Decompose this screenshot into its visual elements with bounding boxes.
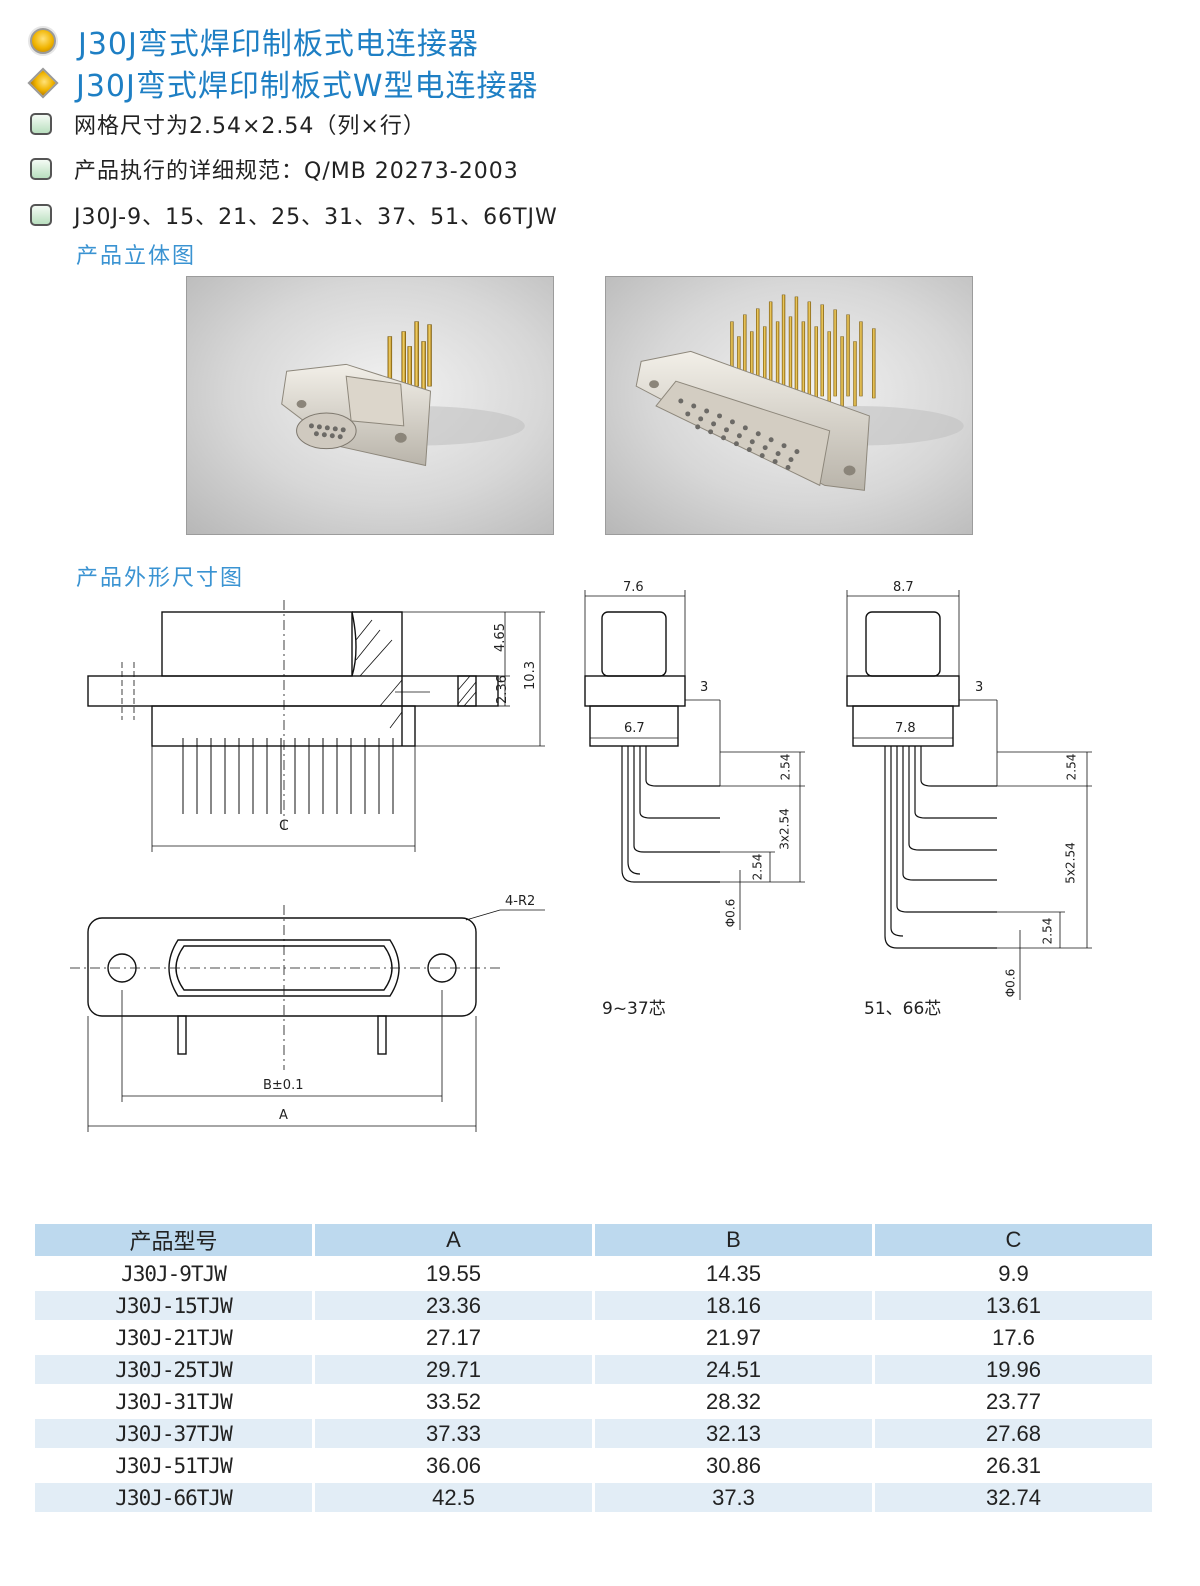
product-photo-small: [186, 276, 554, 535]
cell-model: J30J-66TJW: [35, 1483, 312, 1512]
cell-a: 23.36: [315, 1291, 592, 1320]
dim-label-254-mid-top: 2.54: [778, 753, 793, 781]
dim-label-76: 7.6: [623, 580, 644, 595]
cell-c: 19.96: [875, 1355, 1152, 1384]
bullet-text-grid: 网格尺寸为2.54×2.54（列×行）: [74, 114, 426, 139]
cell-b: 14.35: [595, 1259, 872, 1288]
dim-label-254-mid-bot: 2.54: [750, 853, 765, 881]
cell-a: 37.33: [315, 1419, 592, 1448]
title-row-1: J30J弯式焊印制板式电连接器: [30, 19, 479, 63]
dim-label-103: 10.3: [522, 661, 538, 690]
header-c: C: [875, 1224, 1152, 1256]
dimension-drawing: [70, 590, 1092, 1132]
dim-label-phi-right: Φ0.6: [1003, 968, 1018, 998]
section-title-photos: 产品立体图: [76, 244, 197, 269]
table-row: J30J-37TJW 37.33 32.13 27.68: [35, 1419, 1152, 1448]
dim-label-3x254: 3x2.54: [777, 808, 792, 850]
table-row: J30J-15TJW 23.36 18.16 13.61: [35, 1291, 1152, 1320]
table-row: J30J-66TJW 42.5 37.3 32.74: [35, 1483, 1152, 1512]
spec-table: 产品型号 A B C J30J-9TJW 19.55 14.35 9.9 J30…: [32, 1221, 1155, 1515]
cell-model: J30J-31TJW: [35, 1387, 312, 1416]
round-bullet-icon: [30, 28, 56, 54]
dim-label-67: 6.7: [624, 721, 645, 736]
dim-label-r2: 4-R2: [505, 894, 536, 909]
dim-label-236: 2.36: [494, 675, 510, 704]
bullet-text-spec: 产品执行的详细规范：Q/MB 20273-2003: [74, 159, 519, 184]
cell-a: 33.52: [315, 1387, 592, 1416]
diamond-bullet-icon: [27, 67, 59, 99]
bullet-row-1: 网格尺寸为2.54×2.54（列×行）: [30, 108, 426, 140]
cell-b: 24.51: [595, 1355, 872, 1384]
dim-label-phi-mid: Φ0.6: [723, 898, 738, 928]
table-row: J30J-51TJW 36.06 30.86 26.31: [35, 1451, 1152, 1480]
cell-b: 18.16: [595, 1291, 872, 1320]
header-a: A: [315, 1224, 592, 1256]
cell-a: 42.5: [315, 1483, 592, 1512]
dim-label-78: 7.8: [895, 721, 916, 736]
cell-b: 28.32: [595, 1387, 872, 1416]
table-row: J30J-21TJW 27.17 21.97 17.6: [35, 1323, 1152, 1352]
title-row-2: J30J弯式焊印制板式W型电连接器: [27, 61, 539, 105]
caption-51-66: 51、66芯: [864, 999, 942, 1019]
dim-label-87: 8.7: [893, 580, 914, 595]
cell-b: 32.13: [595, 1419, 872, 1448]
title-2: J30J弯式焊印制板式W型电连接器: [76, 69, 539, 104]
dim-label-254-right-top: 2.54: [1064, 753, 1079, 781]
cell-a: 36.06: [315, 1451, 592, 1480]
cell-c: 13.61: [875, 1291, 1152, 1320]
cell-c: 9.9: [875, 1259, 1152, 1288]
bullet-text-models: J30J-9、15、21、25、31、37、51、66TJW: [74, 205, 558, 230]
cell-b: 21.97: [595, 1323, 872, 1352]
table-row: J30J-25TJW 29.71 24.51 19.96: [35, 1355, 1152, 1384]
cell-c: 27.68: [875, 1419, 1152, 1448]
dim-label-b: B±0.1: [263, 1078, 304, 1093]
dim-label-c: C: [279, 818, 289, 834]
square-bullet-icon: [30, 113, 52, 135]
bullet-row-2: 产品执行的详细规范：Q/MB 20273-2003: [30, 153, 519, 185]
cell-model: J30J-37TJW: [35, 1419, 312, 1448]
square-bullet-icon: [30, 204, 52, 226]
cell-b: 30.86: [595, 1451, 872, 1480]
section-title-drawing: 产品外形尺寸图: [76, 566, 245, 591]
cell-model: J30J-15TJW: [35, 1291, 312, 1320]
dim-label-3-right: 3: [975, 680, 984, 695]
product-photo-large: [605, 276, 973, 535]
header-model: 产品型号: [35, 1224, 312, 1256]
cell-c: 26.31: [875, 1451, 1152, 1480]
table-row: J30J-31TJW 33.52 28.32 23.77: [35, 1387, 1152, 1416]
dim-label-3-mid: 3: [700, 680, 709, 695]
cell-model: J30J-25TJW: [35, 1355, 312, 1384]
title-1: J30J弯式焊印制板式电连接器: [78, 27, 479, 62]
cell-b: 37.3: [595, 1483, 872, 1512]
cell-c: 32.74: [875, 1483, 1152, 1512]
cell-a: 19.55: [315, 1259, 592, 1288]
cell-c: 17.6: [875, 1323, 1152, 1352]
cell-model: J30J-9TJW: [35, 1259, 312, 1288]
cell-model: J30J-21TJW: [35, 1323, 312, 1352]
dim-label-465: 4.65: [492, 623, 508, 652]
cell-a: 29.71: [315, 1355, 592, 1384]
caption-9-37: 9~37芯: [602, 999, 666, 1019]
cell-a: 27.17: [315, 1323, 592, 1352]
square-bullet-icon: [30, 158, 52, 180]
header-b: B: [595, 1224, 872, 1256]
dim-label-a: A: [279, 1108, 288, 1123]
cell-model: J30J-51TJW: [35, 1451, 312, 1480]
dim-label-254-right-bot: 2.54: [1040, 917, 1055, 945]
table-header-row: 产品型号 A B C: [35, 1224, 1152, 1256]
cell-c: 23.77: [875, 1387, 1152, 1416]
table-row: J30J-9TJW 19.55 14.35 9.9: [35, 1259, 1152, 1288]
dim-label-5x254: 5x2.54: [1063, 842, 1078, 884]
bullet-row-3: J30J-9、15、21、25、31、37、51、66TJW: [30, 199, 558, 231]
